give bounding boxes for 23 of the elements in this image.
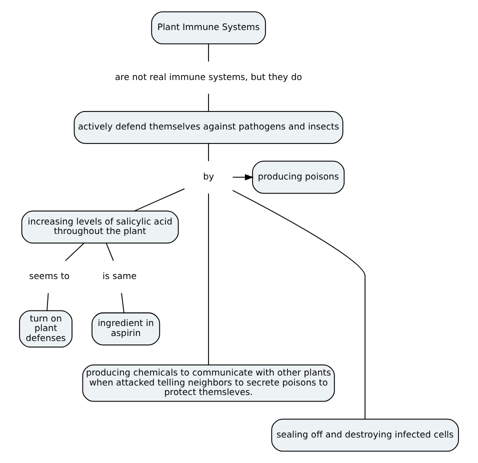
node-box: Plant Immune Systems xyxy=(151,11,266,44)
node-box: producing chemicals to communicate with other plants when attacked telling neighbors to secrete poisons to protect themsleves. xyxy=(82,364,335,402)
node-text: are not real immune systems, but they do xyxy=(115,72,302,83)
node-box: producing poisons xyxy=(252,160,345,194)
connector xyxy=(134,188,185,212)
node-box: sealing off and destroying infected cells xyxy=(271,418,459,452)
connector xyxy=(208,143,209,162)
connector xyxy=(208,193,209,366)
connector xyxy=(65,242,84,262)
node-box: actively defend themselves against pathogens and insects xyxy=(74,111,344,144)
connector xyxy=(121,292,124,314)
node-text: by xyxy=(203,172,214,182)
node-text: seems to xyxy=(29,272,70,282)
connector xyxy=(208,93,209,112)
connector xyxy=(232,190,366,420)
node-box: turn on plant defenses xyxy=(19,310,72,348)
connector xyxy=(208,43,209,62)
connector xyxy=(106,242,114,262)
node-box: increasing levels of salicylic acid throughout the plant xyxy=(21,210,179,244)
node-box: ingredient in aspirin xyxy=(92,312,160,346)
arrow xyxy=(232,174,254,180)
connector xyxy=(46,292,49,312)
node-text: is same xyxy=(102,272,137,282)
